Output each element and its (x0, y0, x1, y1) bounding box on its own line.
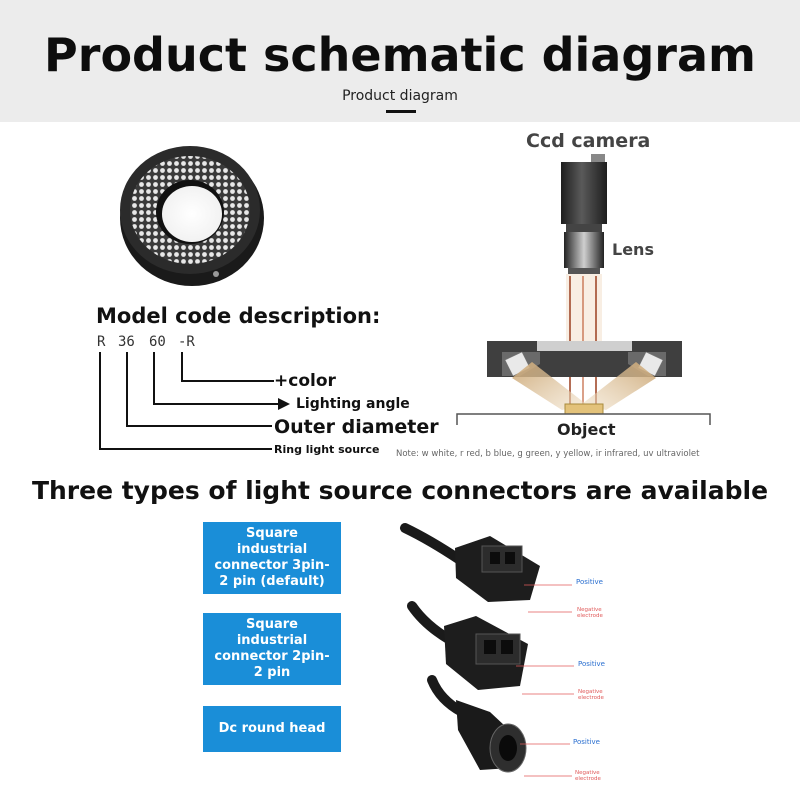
polarity-positive-2: Positive (578, 660, 605, 668)
object-baseline (456, 413, 711, 425)
ccd-camera-label: Ccd camera (526, 130, 651, 152)
color-code-note: Note: w white, r red, b blue, g green, y… (396, 449, 700, 459)
annotation-ring-light-source: Ring light source (274, 443, 380, 456)
page-title: Product schematic diagram (44, 28, 756, 82)
connector-square-2pin-image (407, 601, 528, 690)
header-band (0, 0, 800, 122)
polarity-positive-3: Positive (573, 738, 600, 746)
annotation-outer-diameter: Outer diameter (274, 416, 439, 438)
connector-option-square-2pin: Square industrial connector 2pin-2 pin (203, 613, 341, 685)
polarity-negative-2: Negative electrode (578, 689, 604, 701)
polarity-negative-1: Negative electrode (577, 607, 603, 619)
lens-label: Lens (612, 240, 654, 259)
object-label: Object (557, 420, 616, 439)
connector-dc-round-image (427, 675, 527, 773)
polarity-positive-1: Positive (576, 578, 603, 586)
camera-lens (564, 224, 604, 274)
ring-light-image (120, 146, 264, 286)
camera-body (561, 154, 607, 224)
polarity-lines (516, 584, 574, 777)
connectors-heading: Three types of light source connectors a… (31, 476, 769, 505)
left-light-beam (512, 362, 586, 410)
polarity-negative-3: Negative electrode (575, 770, 601, 782)
code-part-diameter: 36 (118, 334, 135, 350)
connector-option-dc-round-head: Dc round head (203, 706, 341, 752)
optical-path (566, 274, 602, 404)
annotation-color: +color (274, 371, 336, 391)
right-light-beam (582, 362, 656, 410)
connector-square-3pin-image (400, 523, 540, 602)
model-code-heading: Model code description: (96, 304, 381, 328)
page-subtitle: Product diagram (342, 88, 458, 104)
code-part-color: -R (178, 334, 195, 350)
code-part-angle: 60 (149, 334, 166, 350)
code-part-type: R (97, 334, 106, 350)
connector-option-square-3pin: Square industrial connector 3pin-2 pin (… (203, 522, 341, 594)
subtitle-underline (386, 110, 416, 113)
annotation-lighting-angle: Lighting angle (296, 396, 410, 412)
